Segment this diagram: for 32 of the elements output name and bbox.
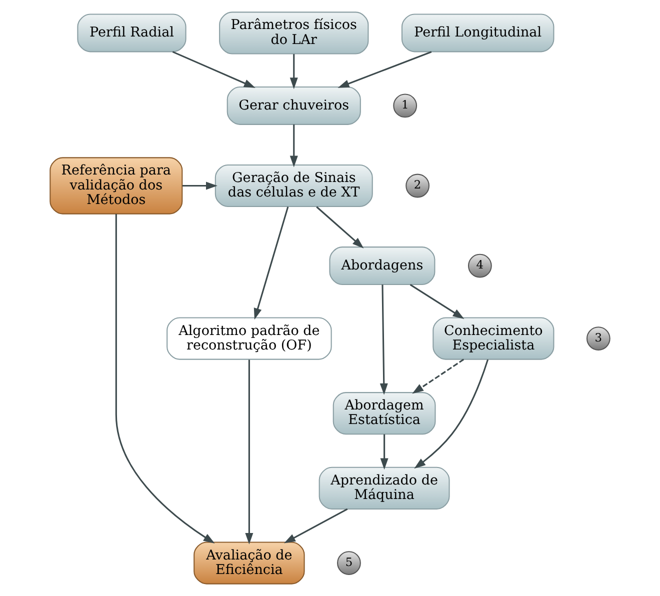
arrow [115, 214, 215, 544]
node-box: Aprendizado de Máquina [318, 466, 450, 510]
node-circle: 5 [337, 551, 361, 575]
arrow [410, 284, 464, 319]
arrow [245, 360, 254, 544]
arrow [254, 206, 289, 320]
node-box: Abordagens [329, 246, 436, 285]
node-box: Perfil Longitudinal [401, 14, 554, 52]
node-circle: 1 [393, 94, 418, 118]
arrow [284, 508, 348, 544]
node-box: Referência para validação dos Métodos [50, 157, 183, 214]
arrow [380, 284, 388, 395]
arrow [380, 434, 388, 470]
arrow [412, 358, 464, 394]
node-box: Perfil Radial [77, 14, 186, 52]
arrow [290, 54, 298, 90]
arrow [338, 51, 432, 88]
node-box: Geração de Sinais das células e de XT [214, 164, 373, 208]
arrow [290, 124, 298, 168]
arrow [316, 206, 364, 248]
node-box: Abordagem Estatística [332, 392, 436, 435]
arrow [182, 182, 218, 190]
node-circle: 2 [406, 174, 430, 198]
node-circle: 4 [468, 254, 492, 278]
node-box: Parâmetros físicos do LAr [219, 12, 369, 54]
node-box: Avaliação de Eficiência [194, 542, 305, 584]
node-circle: 3 [586, 326, 610, 350]
node-box: Algoritmo padrão de reconstrução (OF) [166, 317, 332, 360]
arrow [172, 51, 256, 88]
node-box: Conhecimento Especialista [432, 317, 554, 360]
arrow [414, 359, 489, 469]
node-box: Gerar chuveiros [226, 86, 361, 125]
